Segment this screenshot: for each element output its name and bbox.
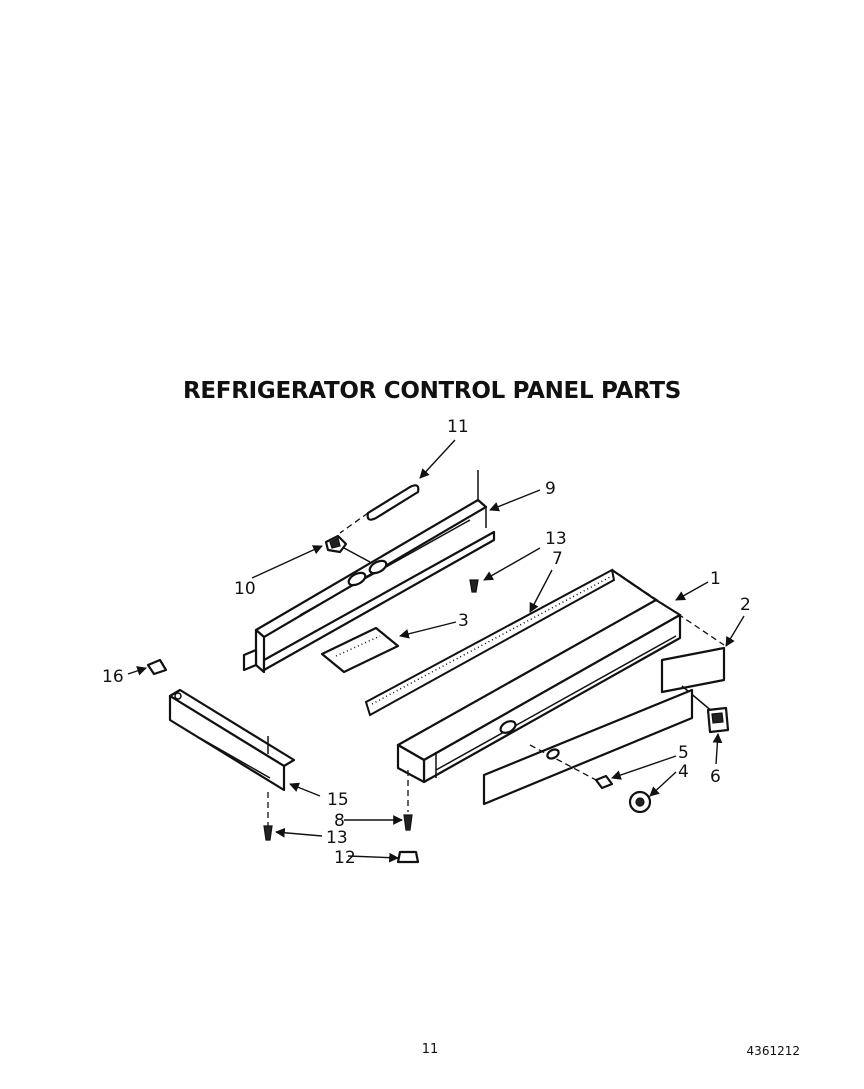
callout-2: 2 (740, 595, 751, 615)
part-3-label (320, 626, 400, 674)
callout-13: 13 (545, 529, 567, 549)
part-13-screw (469, 579, 479, 593)
callout-4: 4 (678, 762, 689, 782)
part-9-nut (396, 850, 420, 864)
part-5-knob-clip (529, 744, 614, 790)
callout-5: 5 (678, 743, 689, 763)
part-4-control-knob (628, 790, 652, 814)
part-13-screw-lower (263, 825, 273, 841)
part-12-light-bulb (339, 484, 420, 534)
part-7-insulation-strip (364, 568, 616, 717)
leader-lines (127, 439, 745, 863)
part-15-end-trim (168, 688, 296, 826)
callout-16: 16 (102, 667, 124, 687)
part-16-clip (146, 658, 168, 676)
callout-15: 15 (327, 790, 349, 810)
document-number: 4361212 (746, 1044, 800, 1058)
callout-10: 9 (545, 479, 556, 499)
callout-1: 1 (710, 569, 721, 589)
callout-11: 10 (234, 579, 256, 599)
part-1-control-housing (396, 569, 682, 784)
callout-labels: 11 9 10 13 7 1 2 3 16 5 4 6 15 8 13 12 (102, 417, 751, 868)
part-10-control-bracket (242, 470, 496, 674)
part-6-switch (706, 706, 730, 734)
callout-6: 6 (710, 767, 721, 787)
part-8-screw (403, 770, 413, 831)
callout-12: 11 (447, 417, 469, 437)
page-number: 11 (421, 1042, 439, 1057)
callout-7: 7 (552, 549, 563, 569)
part-2-front-panel (619, 574, 726, 719)
diagram-title: REFRIGERATOR CONTROL PANEL PARTS (182, 378, 682, 404)
callout-13-lower: 13 (326, 828, 348, 848)
callout-8: 8 (334, 811, 345, 831)
front-trim-strip (482, 688, 694, 806)
callout-9: 12 (334, 848, 356, 868)
part-11-bulb-socket (324, 534, 371, 563)
callout-3: 3 (458, 611, 469, 631)
